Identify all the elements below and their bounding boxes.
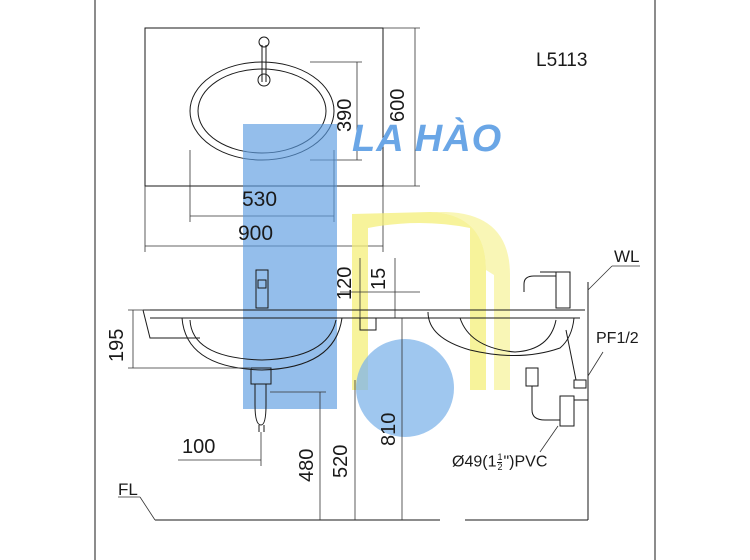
pipe-spec-suffix: ")PVC: [503, 453, 548, 471]
side-basin-bowl: [427, 311, 575, 356]
pipe-spec-prefix: Ø49(1: [452, 453, 497, 471]
dim-bowl-depth: 195: [106, 328, 128, 362]
model-code: L5113: [536, 50, 588, 71]
drain-trap-front: [254, 404, 267, 426]
watermark-blue-circle: [356, 339, 454, 437]
supply-hose: [565, 329, 577, 381]
watermark-yellow-arch-2: [430, 212, 510, 390]
faucet-base-plan: [257, 73, 271, 87]
wall-line-label: WL: [614, 247, 640, 266]
supply-valve: [573, 379, 587, 389]
side-basin-inner: [459, 317, 557, 353]
faucet-lever-front: [257, 279, 267, 289]
side-drain-body: [525, 367, 539, 387]
watermark-text: LA HÀO: [352, 118, 503, 160]
side-faucet-spout: [523, 275, 556, 292]
supply-label: PF1/2: [596, 330, 639, 347]
pipe-spec-frac-num: 1: [497, 452, 503, 463]
pf-leader: [587, 351, 604, 377]
drain-body-front: [250, 367, 272, 385]
side-trap: [559, 395, 575, 427]
floor-line-label: FL: [118, 480, 138, 499]
dim-basin-width: 530: [242, 188, 278, 211]
dim-rim-height: 810: [378, 412, 400, 446]
dim-drain-height: 480: [296, 448, 318, 482]
faucet-body-front: [255, 269, 269, 309]
faucet-handle-plan: [258, 36, 270, 48]
dim-counter-width: 900: [238, 222, 274, 245]
wl-leader: [587, 265, 613, 291]
countertop-bracket: [359, 318, 377, 331]
dim-counter-depth: 600: [387, 88, 409, 122]
dim-drain-offset: 100: [182, 436, 216, 458]
pvc-leader: [539, 425, 559, 453]
basin-bowl-front: [189, 319, 337, 361]
watermark-blue-bar: [243, 124, 337, 409]
pipe-spec-frac-den: 2: [497, 462, 503, 472]
dim-basin-depth: 390: [334, 98, 356, 132]
side-faucet-body: [555, 271, 571, 309]
dim-thickness: 15: [368, 267, 390, 290]
dim-outlet-height: 520: [330, 444, 352, 478]
fl-leader: [139, 496, 156, 521]
side-drain-pipe: [531, 386, 560, 421]
basin-bowl-outer: [181, 317, 343, 371]
dim-gap: 120: [334, 266, 356, 300]
countertop-left-end: [142, 309, 200, 339]
